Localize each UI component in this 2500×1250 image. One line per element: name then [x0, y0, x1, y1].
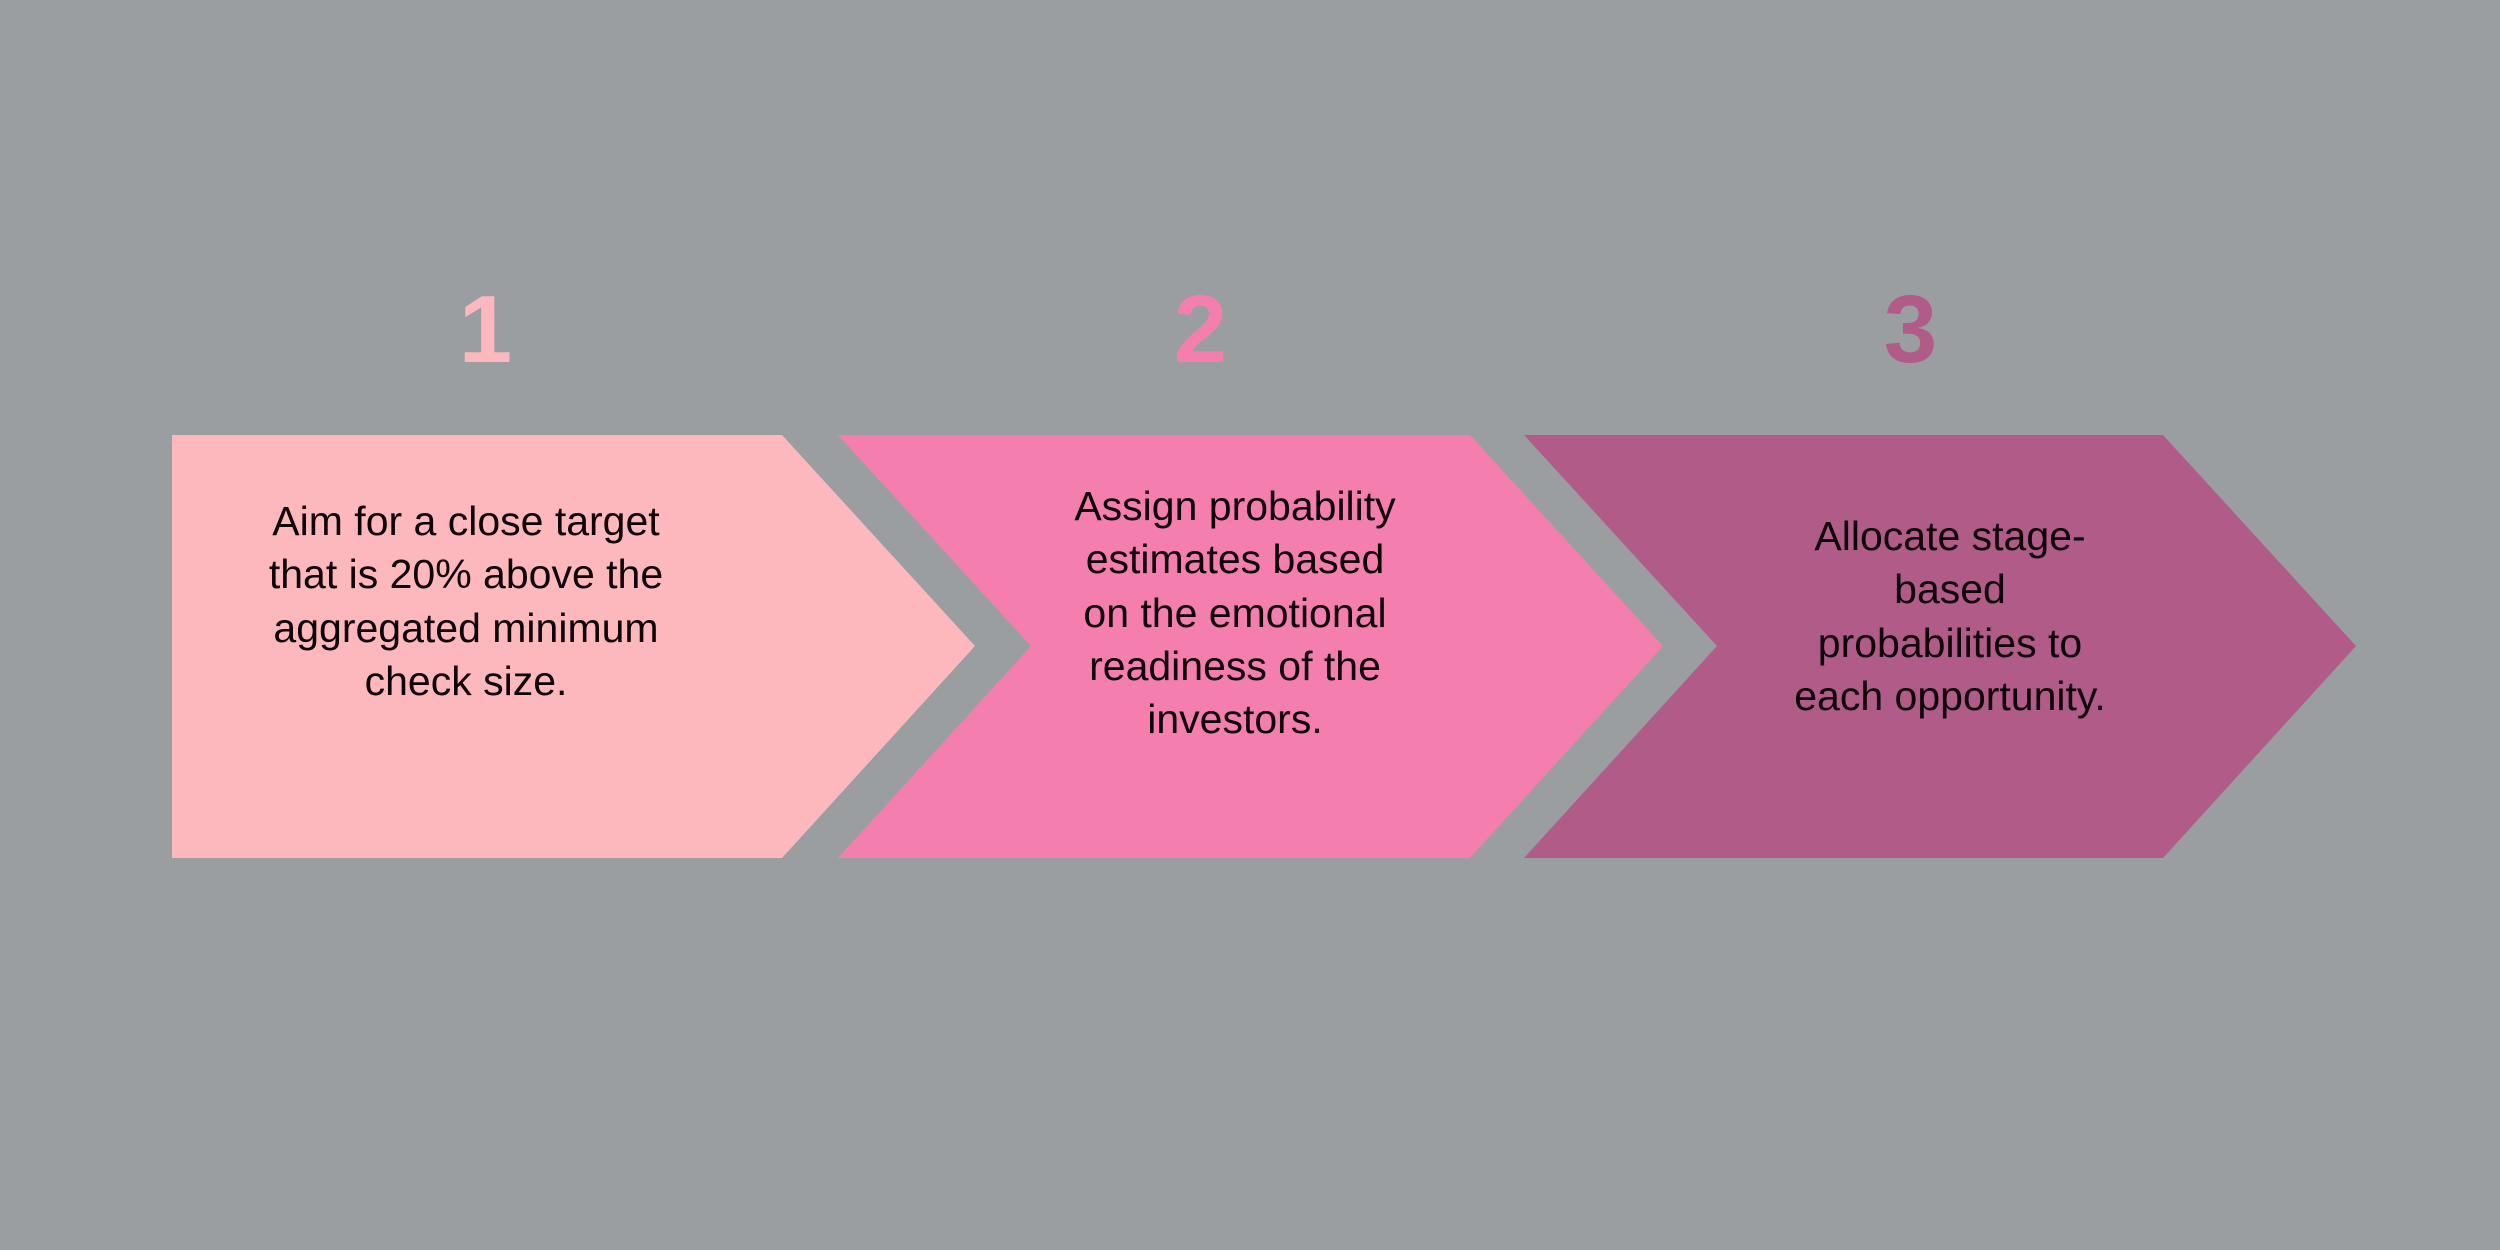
step-text-1: Aim for a close target that is 20% above… [268, 498, 664, 704]
chevron-shape-1[interactable] [172, 435, 975, 858]
chevron-shape-2[interactable] [838, 435, 1663, 858]
chevron-shape-3[interactable] [1524, 435, 2356, 858]
step-text-2: Assign probability estimates based on th… [1074, 483, 1396, 743]
step-number-1: 1 [458, 276, 512, 383]
step-number-3: 3 [1883, 276, 1937, 383]
step-text-3: Allocate stage- based probabilities to e… [1794, 513, 2106, 719]
step-number-2: 2 [1173, 276, 1227, 383]
